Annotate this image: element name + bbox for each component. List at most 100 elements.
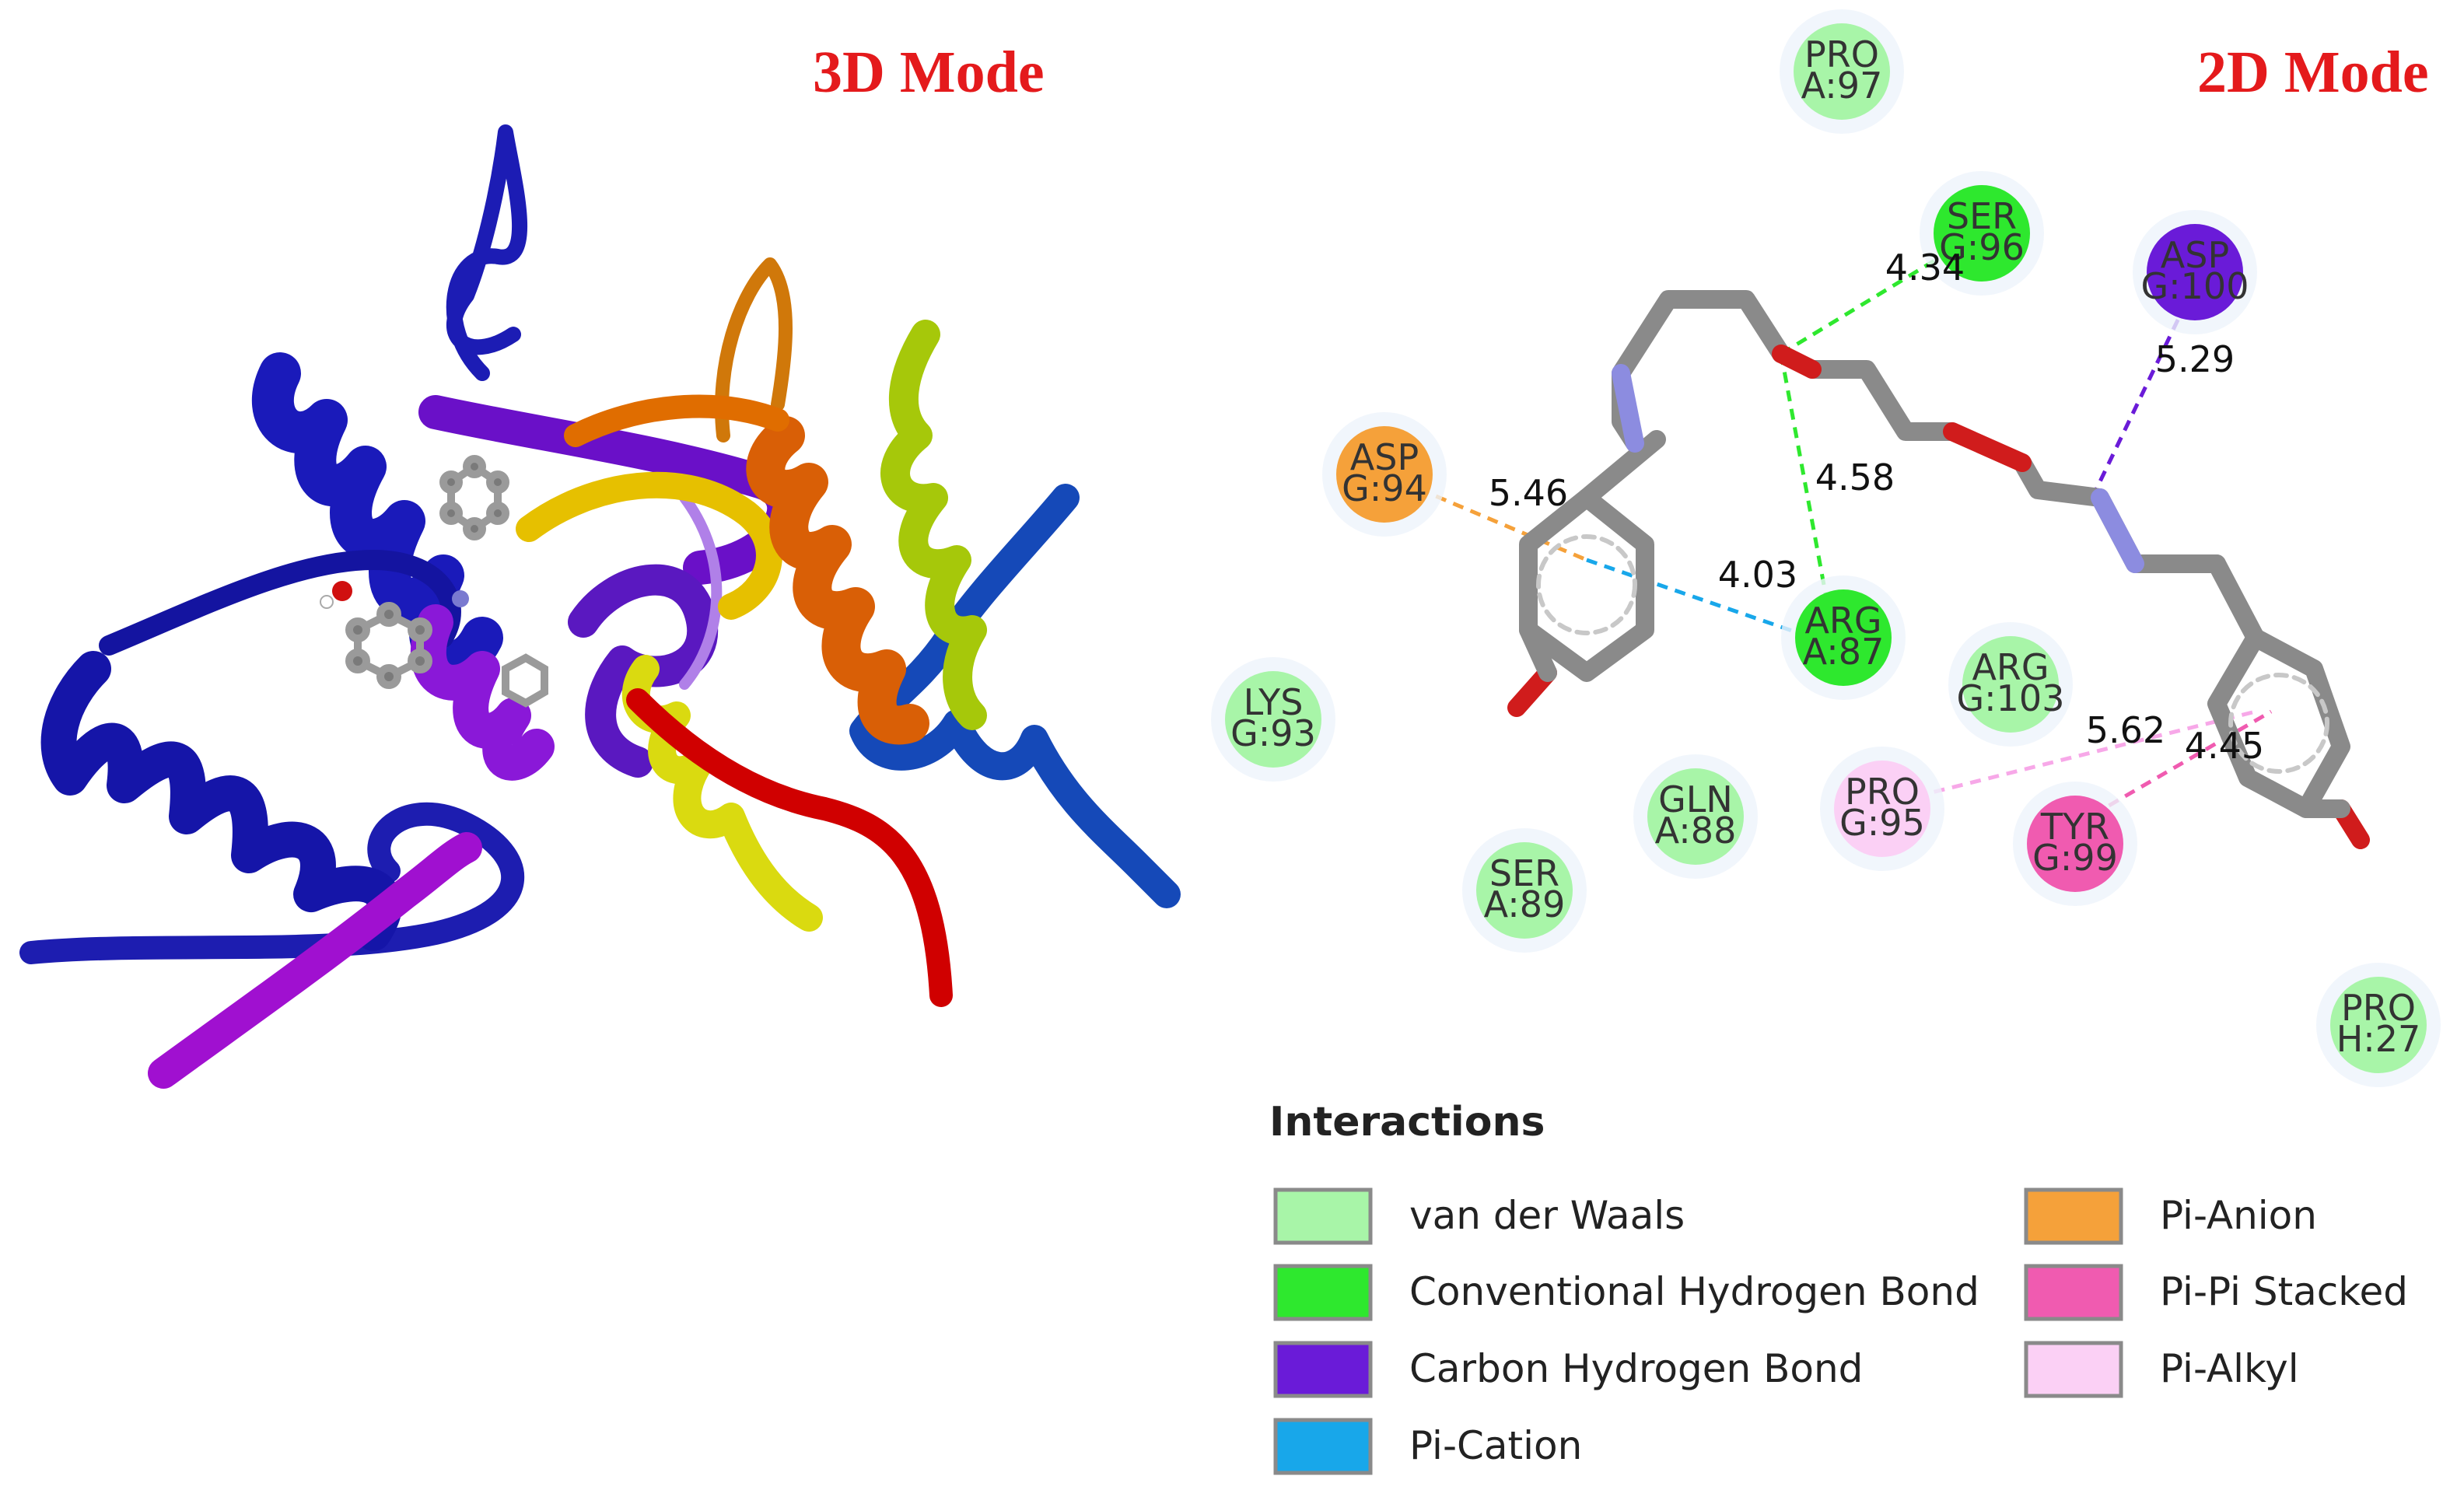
distance-label-4.34: 4.34 [1885, 247, 1965, 289]
legend-label: Pi-Alkyl [2160, 1346, 2299, 1391]
residue-disc [1225, 671, 1321, 768]
ribbon-purple-thin [679, 492, 723, 690]
residue-disc [1476, 842, 1573, 939]
distance-label-5.62: 5.62 [2086, 709, 2165, 751]
legend-swatch [1273, 1418, 1373, 1475]
ligand-2d [1507, 290, 2370, 849]
legend-swatch [2024, 1187, 2123, 1245]
legend-swatch [1273, 1187, 1373, 1245]
ligand-nitrogen-left [1612, 364, 1644, 453]
legend-label: Pi-Pi Stacked [2160, 1269, 2408, 1314]
aromatic-ring-right [2228, 673, 2329, 774]
residue-name: ASP [2161, 234, 2229, 276]
residue-chain: G:95 [1839, 802, 1925, 844]
residue-chain: H:27 [2336, 1018, 2421, 1060]
residue-disc [2027, 796, 2123, 892]
residue-chain: A:97 [1801, 65, 1883, 107]
ribbon-blue-loop-left [99, 550, 461, 656]
residue-disc [1934, 185, 2030, 282]
legend-swatch [2024, 1264, 2123, 1321]
legend-label: Conventional Hydrogen Bond [1409, 1269, 1979, 1314]
residue-chain: G:93 [1230, 712, 1316, 754]
residue-disc [1647, 768, 1744, 865]
residue-name: ASP [1350, 436, 1419, 478]
ribbon-yellowgreen-helix [880, 320, 987, 730]
residue-chain: G:99 [2032, 837, 2118, 879]
title-3d-mode: 3D Mode [813, 40, 1045, 105]
legend-swatch [1273, 1264, 1373, 1321]
residue-disc [2147, 224, 2243, 320]
legend-item-pi-anion: Pi-Anion [2024, 1187, 2317, 1245]
ribbon-purple-helix [410, 604, 555, 781]
residue-disc [2330, 977, 2427, 1073]
legend-label: Pi-Anion [2160, 1193, 2317, 1238]
residue-chain: G:94 [1342, 467, 1427, 509]
protein-3d-view [19, 124, 1181, 1089]
residue-disc [1795, 589, 1892, 686]
residue-chain: G:103 [1957, 677, 2065, 719]
legend-label: Carbon Hydrogen Bond [1409, 1346, 1863, 1391]
residue-name: SER [1947, 195, 2017, 237]
ribbon-blue-loop-top [446, 124, 528, 381]
residue-chain: A:89 [1484, 883, 1566, 925]
residue-chain: A:88 [1655, 810, 1737, 852]
residue-name: PRO [1845, 771, 1920, 813]
legend-item-conventional-hydrogen-bond: Conventional Hydrogen Bond [1273, 1264, 1979, 1321]
aromatic-ring-left [1536, 534, 1637, 635]
ribbon-orange-loop [715, 257, 793, 442]
residue-name: LYS [1244, 681, 1304, 723]
line-pro-g95 [1897, 709, 2256, 803]
ribbon-blue-helix-left [40, 651, 403, 951]
ribbon-purple-strand-low [148, 832, 482, 1089]
ligand-ring-left [1519, 488, 1654, 682]
residue-disc [1336, 426, 1433, 523]
residue-disc [1834, 761, 1930, 857]
legend-item-carbon-hydrogen-bond: Carbon Hydrogen Bond [1273, 1341, 1863, 1398]
residue-name: TYR [2040, 806, 2109, 848]
residue-name: ARG [1972, 646, 2049, 688]
residue-chain: A:87 [1803, 631, 1885, 673]
residue-name: SER [1489, 852, 1559, 894]
distance-label-4.45: 4.45 [2185, 725, 2264, 767]
line-arg-a87-cation [1586, 558, 1813, 640]
line-arg-a87 [1779, 353, 1832, 615]
residue-name: PRO [1804, 33, 1879, 75]
ligand-chain-mid [1803, 360, 1962, 441]
ligand-oxygen-1 [1772, 345, 1822, 379]
legend-label: van der Waals [1409, 1193, 1685, 1238]
ribbon-orange-helix [746, 416, 929, 745]
distance-label-5.46: 5.46 [1489, 472, 1568, 514]
ligand-nitrogen-right [2091, 488, 2144, 573]
ligand-ring-right [2207, 628, 2350, 818]
legend-item-pi-cation: Pi-Cation [1273, 1418, 1582, 1475]
ribbon-yellow-strand [516, 471, 782, 620]
residue-chain: G:100 [2141, 265, 2249, 307]
legend-item-pi-alkyl: Pi-Alkyl [2024, 1341, 2299, 1398]
title-2d-mode: 2D Mode [2197, 40, 2429, 105]
legend-swatch [1273, 1341, 1373, 1398]
ribbon-orange-strand [564, 394, 789, 447]
legend-swatch [2024, 1341, 2123, 1398]
ribbon-purple-turn [568, 564, 718, 778]
distance-label-5.29: 5.29 [2155, 338, 2235, 380]
ligand-oxygen-2 [1943, 422, 2032, 472]
ligand-arm-right [2207, 554, 2265, 647]
legend-item-pi-pi-stacked: Pi-Pi Stacked [2024, 1264, 2408, 1321]
distance-label-4.03: 4.03 [1718, 554, 1797, 596]
residue-name: PRO [2341, 987, 2416, 1029]
legend-item-van-der-waals: van der Waals [1273, 1187, 1685, 1245]
ligand-chain-left [1612, 290, 1790, 453]
ligand-arm-left [1577, 430, 1666, 507]
legend-label: Pi-Cation [1409, 1423, 1582, 1468]
